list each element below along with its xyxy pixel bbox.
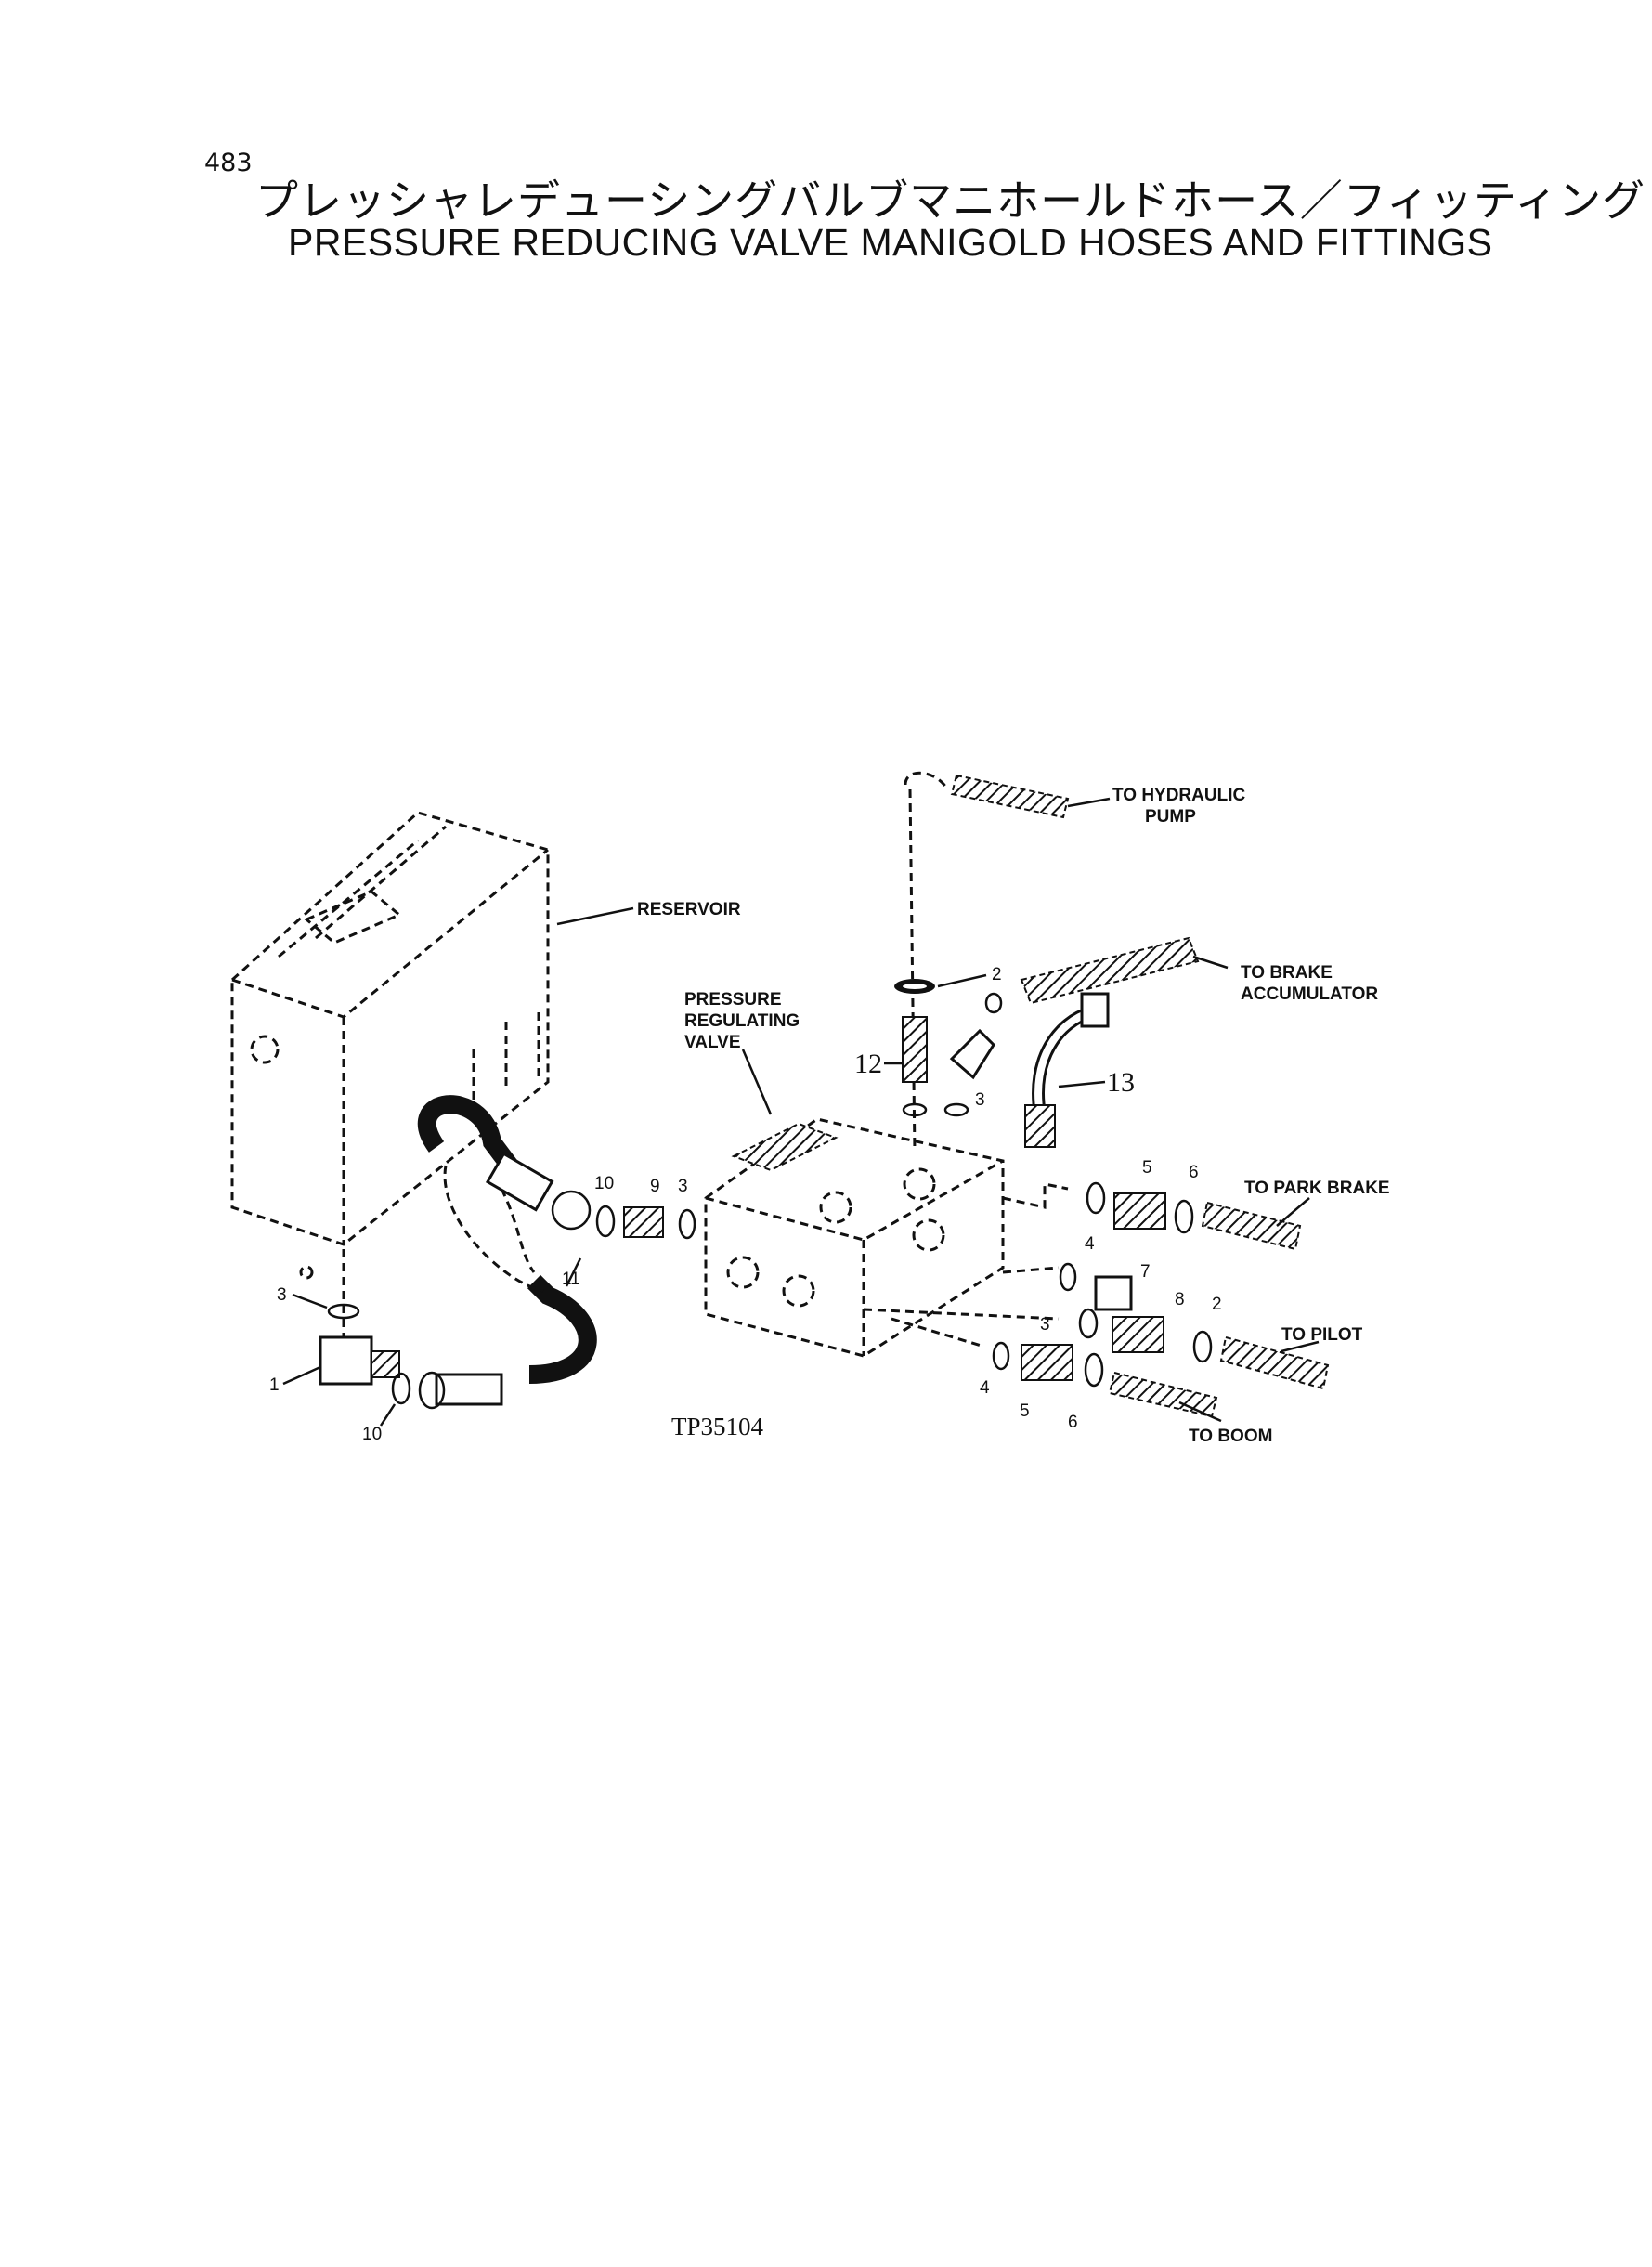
brake-accumulator-hose	[1020, 936, 1200, 1005]
o-ring-4-lower	[992, 1341, 1010, 1371]
o-ring-4-mid	[1059, 1262, 1077, 1292]
o-ring-2-right	[1192, 1330, 1213, 1363]
fitting-9	[623, 1206, 664, 1238]
callout-9: 9	[650, 1177, 660, 1196]
o-ring-3-left	[678, 1208, 696, 1240]
callout-2-right: 2	[1212, 1295, 1222, 1314]
o-ring-10-upper	[595, 1205, 616, 1238]
fitting-13-nut	[1080, 992, 1110, 1028]
callout-4-upper: 4	[1085, 1234, 1095, 1254]
callout-5-lower: 5	[1020, 1401, 1030, 1421]
callout-3-right: 3	[1040, 1315, 1050, 1335]
o-ring-3-top-right	[943, 1102, 969, 1117]
fitting-8	[1112, 1316, 1164, 1353]
callout-1: 1	[269, 1375, 280, 1395]
o-ring-4-upper	[1086, 1181, 1106, 1215]
fitting-5-upper	[1113, 1192, 1166, 1230]
callout-12: 12	[854, 1049, 882, 1079]
port-line-boom	[891, 1317, 985, 1348]
callout-1-leader	[282, 1365, 321, 1386]
callout-2-top-leader	[937, 973, 987, 988]
boom-label: TO BOOM	[1189, 1427, 1272, 1446]
reservoir-leader	[556, 906, 634, 926]
brake-accumulator-label-line2: ACCUMULATOR	[1241, 984, 1378, 1004]
reservoir-shape	[230, 811, 550, 1280]
callout-6-lower: 6	[1068, 1413, 1078, 1432]
callout-6-upper: 6	[1189, 1163, 1199, 1182]
callout-5-upper: 5	[1142, 1158, 1152, 1178]
figure-reference: TP35104	[671, 1413, 764, 1440]
hydraulic-pump-hose	[950, 774, 1070, 819]
hydraulic-pump-elbow	[904, 771, 949, 790]
callout-13-leader	[1058, 1080, 1106, 1088]
callout-3-top: 3	[975, 1090, 985, 1110]
o-ring-6-lower	[1084, 1352, 1104, 1388]
hydraulic-pump-leader	[1067, 797, 1111, 808]
callout-10-lower: 10	[362, 1425, 382, 1444]
park-brake-label: TO PARK BRAKE	[1244, 1179, 1390, 1198]
callout-3-reservoir-leader	[292, 1293, 328, 1309]
hose-11	[417, 1095, 597, 1410]
page-title-english: PRESSURE REDUCING VALVE MANIGOLD HOSES A…	[288, 221, 1493, 264]
o-ring-3-right	[1078, 1308, 1099, 1339]
elbow-adapter	[949, 1028, 995, 1080]
elbow-fitting-1	[319, 1303, 400, 1386]
park-brake-port-line	[1002, 1182, 1069, 1209]
park-brake-leader	[1276, 1197, 1310, 1227]
valve-label-leader	[741, 1049, 773, 1115]
callout-3-reservoir: 3	[277, 1285, 287, 1305]
pressure-regulating-valve-block	[704, 1117, 1005, 1358]
boom-hose	[1108, 1371, 1218, 1418]
hydraulic-pump-label-line2: PUMP	[1145, 807, 1196, 827]
valve-label-line3: VALVE	[684, 1033, 741, 1052]
valve-label-line1: PRESSURE	[684, 990, 782, 1010]
o-ring-3-top-left	[902, 1102, 928, 1117]
valve-label-line2: REGULATING	[684, 1011, 800, 1031]
o-ring-6-upper	[1174, 1199, 1194, 1234]
callout-2-top: 2	[992, 965, 1002, 984]
callout-11-leader	[565, 1257, 582, 1287]
hydraulic-pump-line	[908, 788, 917, 1153]
callout-4-lower: 4	[980, 1378, 990, 1398]
fitting-5-lower	[1021, 1344, 1073, 1381]
reservoir-label: RESERVOIR	[637, 900, 741, 919]
brake-accumulator-leader	[1192, 955, 1229, 970]
callout-13: 13	[1107, 1067, 1135, 1098]
o-ring-2-upper	[984, 992, 1003, 1014]
plug-7	[1094, 1275, 1133, 1311]
callout-10-upper: 10	[594, 1174, 614, 1193]
page-title-japanese: プレッシャレデューシングバルブマニホールドホース／フィッティング	[255, 176, 1646, 226]
o-ring-10-lower	[391, 1372, 411, 1405]
port-line-3	[863, 1308, 1060, 1321]
park-brake-hose	[1201, 1201, 1302, 1251]
brake-accumulator-label-line1: TO BRAKE	[1241, 963, 1333, 983]
pilot-label: TO PILOT	[1281, 1325, 1363, 1345]
pilot-hose	[1219, 1335, 1330, 1390]
fitting-12	[902, 1016, 928, 1083]
fitting-13-body	[1024, 1104, 1056, 1148]
hydraulic-pump-label-line1: TO HYDRAULIC	[1112, 786, 1245, 805]
pilot-leader	[1281, 1340, 1320, 1353]
callout-3-left: 3	[678, 1177, 688, 1196]
page-number: 483	[204, 149, 253, 177]
callout-10-lower-leader	[379, 1403, 397, 1427]
callout-8: 8	[1175, 1290, 1185, 1309]
callout-11: 11	[562, 1270, 580, 1289]
port-line-4	[1002, 1266, 1060, 1274]
boom-leader	[1178, 1401, 1222, 1423]
callout-7: 7	[1140, 1262, 1151, 1282]
